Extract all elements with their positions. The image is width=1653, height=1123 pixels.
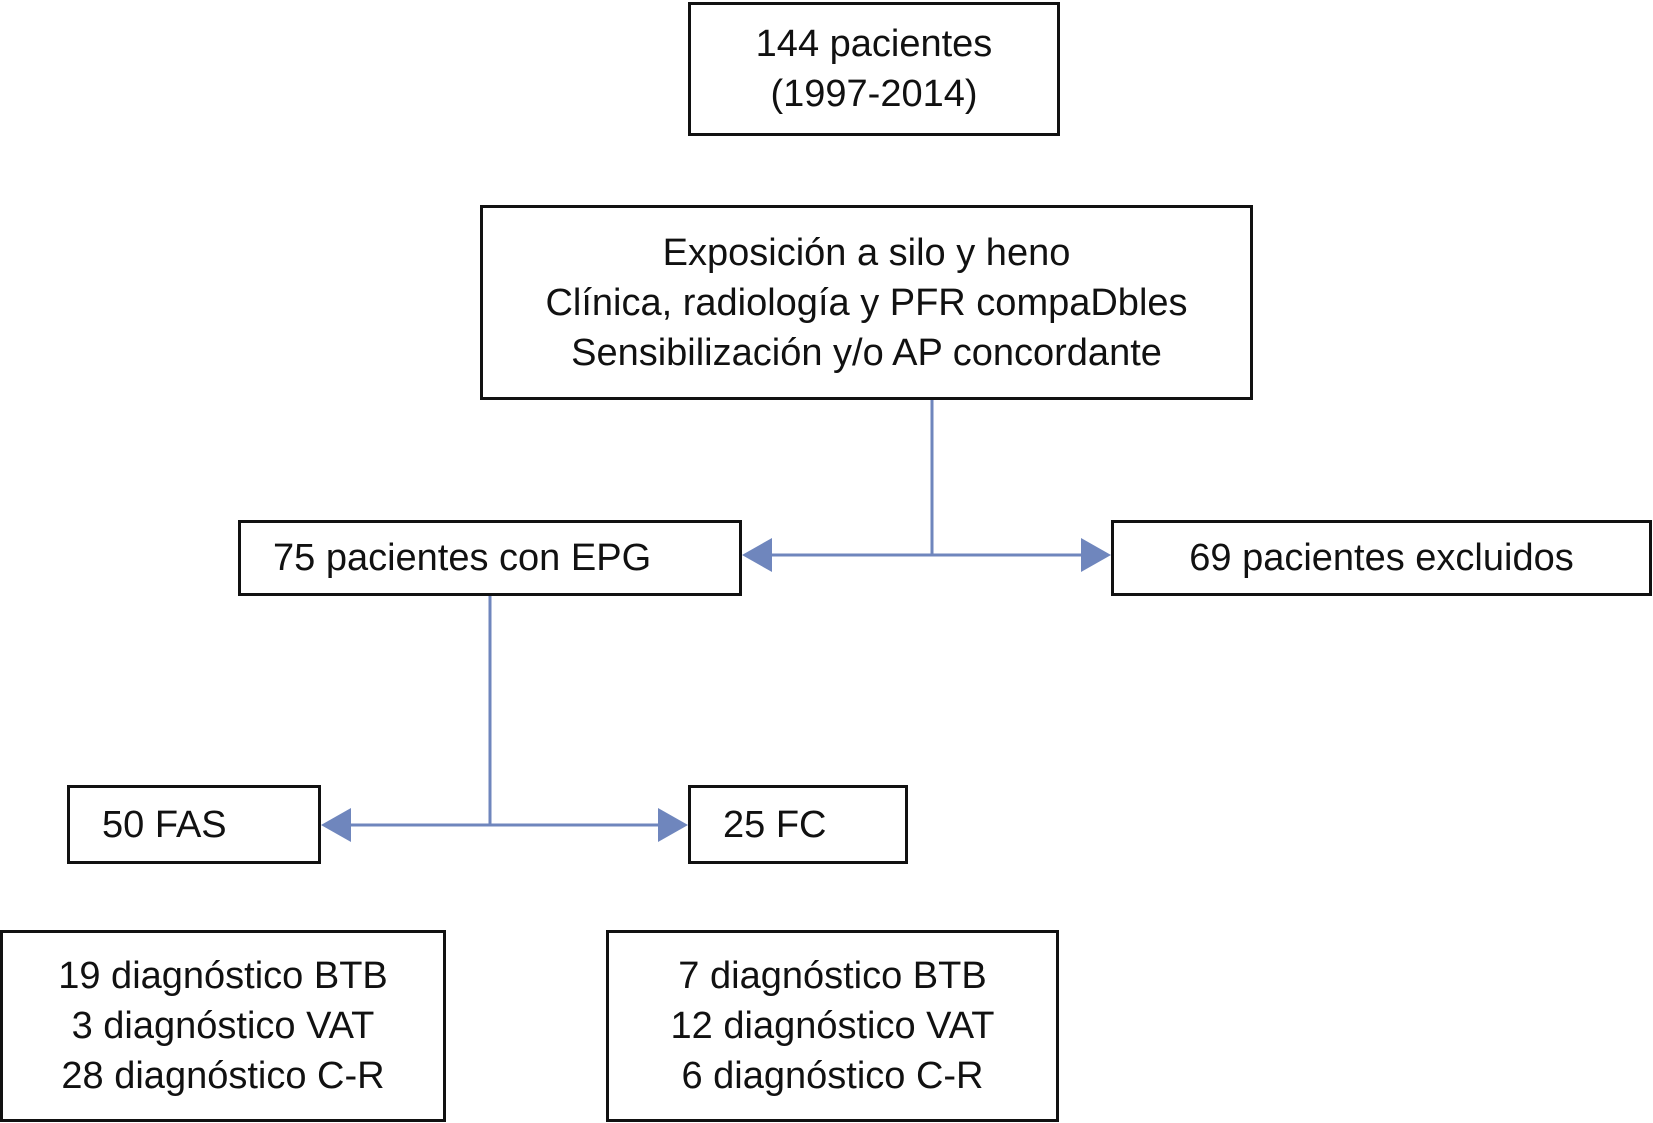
criteria-sensitization: Sensibilización y/o AP concordante [571, 331, 1162, 374]
arrowhead-to-fas [321, 808, 351, 842]
criteria-clinical: Clínica, radiología y PFR compaDbles [545, 281, 1188, 324]
excluded-patients-box: 69 pacientes excluidos [1111, 520, 1652, 596]
fas-box: 50 FAS [67, 785, 321, 864]
fas-diagnosis-vat: 3 diagnóstico VAT [71, 1005, 375, 1047]
excluded-patients-label: 69 pacientes excluidos [1189, 537, 1574, 579]
fas-label: 50 FAS [102, 803, 227, 846]
criteria-exposure: Exposición a silo y heno [662, 231, 1071, 274]
total-patients-period: (1997-2014) [770, 73, 978, 115]
fas-diagnosis-box: 19 diagnóstico BTB 3 diagnóstico VAT 28 … [0, 930, 446, 1122]
fc-diagnosis-vat: 12 diagnóstico VAT [670, 1005, 995, 1047]
fc-label: 25 FC [723, 803, 827, 846]
epg-patients-box: 75 pacientes con EPG [238, 520, 742, 596]
fc-box: 25 FC [688, 785, 908, 864]
arrowhead-to-epg [742, 538, 772, 572]
fc-diagnosis-box: 7 diagnóstico BTB 12 diagnóstico VAT 6 d… [606, 930, 1059, 1122]
fc-diagnosis-cr: 6 diagnóstico C-R [681, 1055, 984, 1097]
total-patients-count: 144 pacientes [755, 23, 993, 65]
arrowhead-to-fc [658, 808, 688, 842]
fc-diagnosis-btb: 7 diagnóstico BTB [678, 955, 987, 997]
fas-diagnosis-cr: 28 diagnóstico C-R [61, 1055, 385, 1097]
inclusion-criteria-box: Exposición a silo y heno Clínica, radiol… [480, 205, 1253, 400]
total-patients-box: 144 pacientes (1997-2014) [688, 2, 1060, 136]
fas-diagnosis-btb: 19 diagnóstico BTB [58, 955, 388, 997]
epg-patients-label: 75 pacientes con EPG [273, 537, 652, 579]
arrowhead-to-excluded [1081, 538, 1111, 572]
